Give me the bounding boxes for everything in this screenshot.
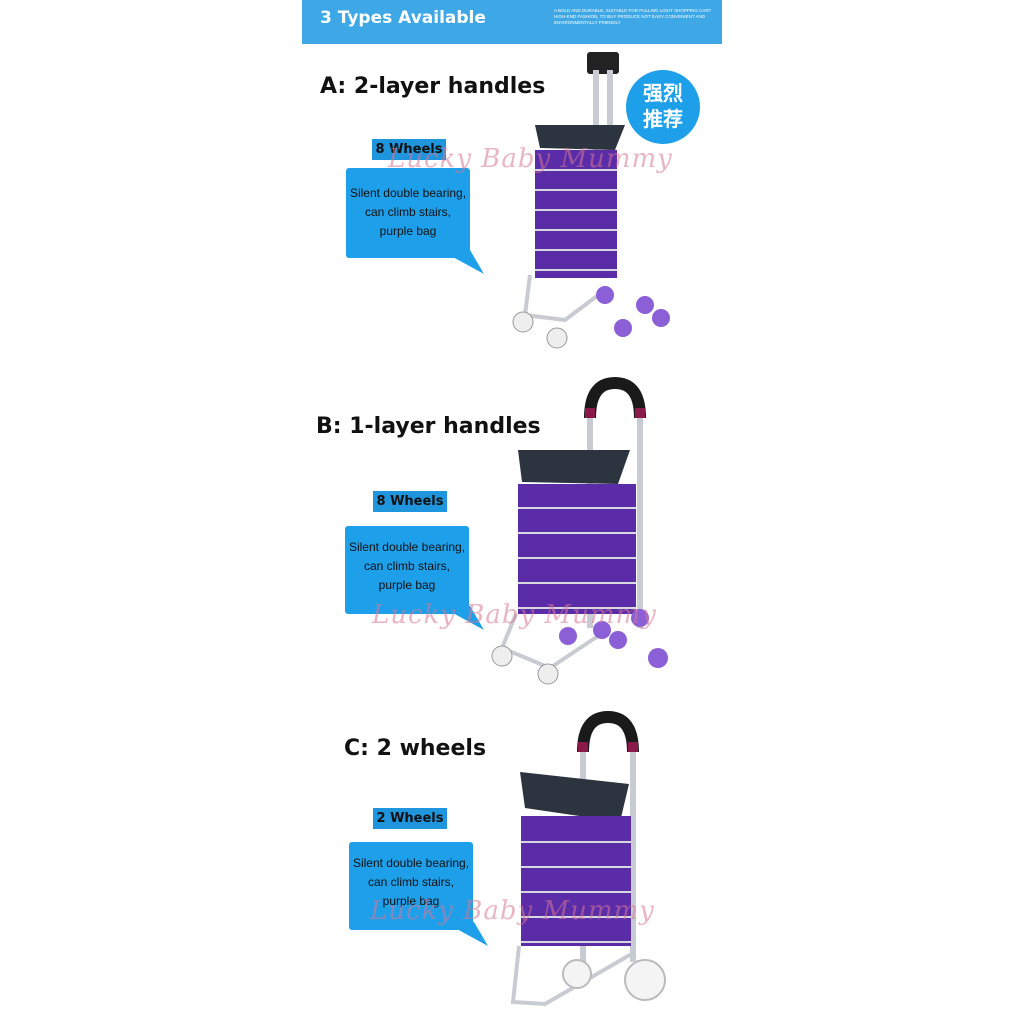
section-a-desc-line-3: purple bag: [379, 224, 437, 238]
section-c-description-bubble: Silent double bearing, can climb stairs,…: [349, 842, 473, 930]
section-b-wheel-badge: 8 Wheels: [373, 491, 447, 512]
cart-b-image: [491, 376, 668, 685]
section-c-desc-line-1: Silent double bearing,: [352, 856, 470, 870]
section-c-wheel-badge: 2 Wheels: [373, 808, 447, 829]
section-b-bubble-tail: [440, 606, 484, 630]
section-c-title: C: 2 wheels: [344, 736, 487, 761]
header-banner: 3 Types Available A BOLD AND DURABLE, SU…: [302, 0, 722, 44]
section-b-title: B: 1-layer handles: [316, 414, 541, 439]
section-b-description-bubble: Silent double bearing, can climb stairs,…: [345, 526, 469, 614]
section-a-description-bubble: Silent double bearing, can climb stairs,…: [346, 168, 470, 258]
section-c-desc-line-2: can climb stairs,: [367, 875, 455, 889]
section-c-desc-line-3: purple bag: [382, 894, 440, 908]
watermark-c: Lucky Baby Mummy: [370, 896, 655, 926]
cart-c-image: [510, 710, 666, 1007]
recommend-line-2: 推荐: [643, 109, 683, 131]
cart-a-image: [512, 52, 670, 349]
section-c-bubble-tail: [444, 922, 488, 946]
watermark-b: Lucky Baby Mummy: [372, 600, 657, 630]
section-b-desc-line-1: Silent double bearing,: [348, 540, 466, 554]
section-a-desc-line-1: Silent double bearing,: [349, 186, 467, 200]
recommend-badge: 强烈 推荐: [626, 70, 700, 144]
recommend-line-1: 强烈: [643, 83, 683, 105]
section-a-title: A: 2-layer handles: [320, 74, 546, 99]
section-b-desc-line-3: purple bag: [378, 578, 436, 592]
watermark-a: Lucky Baby Mummy: [388, 144, 673, 174]
section-b-desc-line-2: can climb stairs,: [363, 559, 451, 573]
section-a-desc-line-2: can climb stairs,: [364, 205, 452, 219]
section-a-wheel-badge: 8 Wheels: [372, 139, 446, 160]
section-a-bubble-tail: [440, 250, 484, 274]
banner-tagline: A BOLD AND DURABLE, SUITABLE FOR PULLING…: [554, 8, 712, 25]
banner-title: 3 Types Available: [320, 8, 486, 28]
